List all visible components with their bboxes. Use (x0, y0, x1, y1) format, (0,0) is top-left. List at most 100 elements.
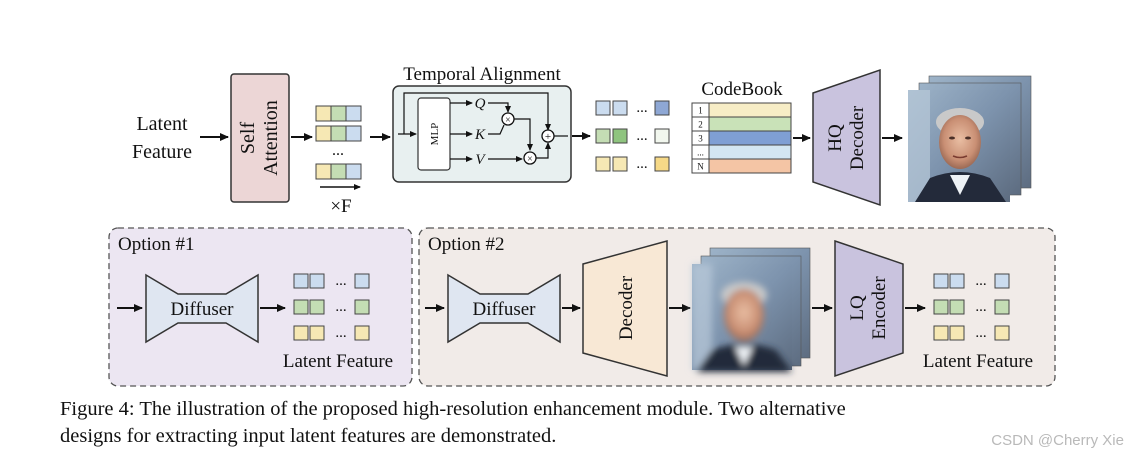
caption-line-2: designs for extracting input latent feat… (60, 425, 557, 447)
input-latent-label-line2: Feature (132, 141, 192, 163)
decoder-block (582, 240, 668, 377)
feature-cell (654, 128, 670, 144)
feature-cell (654, 156, 670, 172)
feature-cell (309, 299, 325, 315)
option1-latent-features: ... ... ... (293, 273, 370, 341)
watermark: CSDN @Cherry Xie (991, 432, 1124, 449)
input-latent-label-line1: Latent (136, 113, 188, 135)
lq-encoder-label-line1: LQ (847, 295, 868, 321)
decoder-label: Decoder (616, 275, 637, 340)
q-label: Q (475, 96, 486, 112)
feature-cell (933, 299, 949, 315)
diffuser1-label: Diffuser (171, 299, 235, 320)
feature-cell (595, 100, 611, 116)
connector-mult-to-add (536, 142, 551, 159)
multiply-symbol-qk: × (505, 115, 511, 126)
feature-cell (354, 325, 370, 341)
hq-decoder-label-line1: HQ (825, 124, 846, 152)
connector-mult-to-mult (514, 118, 533, 151)
multiply-symbol-v: × (527, 154, 533, 165)
feature-cell (933, 273, 949, 289)
connector-q-to-mult (488, 102, 511, 113)
hq-decoder-block (812, 68, 881, 207)
feature-cell (595, 128, 611, 144)
temporal-alignment-title: Temporal Alignment (403, 64, 561, 85)
row-dots: ... (975, 273, 986, 289)
option2-title: Option #2 (428, 234, 505, 255)
feature-cell (345, 105, 362, 122)
face (939, 115, 981, 169)
feature-cell (315, 125, 332, 142)
add-symbol: + (545, 131, 551, 143)
codebook-entry (708, 102, 792, 118)
feature-cell (293, 299, 309, 315)
feature-cell (315, 163, 332, 180)
frames-label: ×F (330, 196, 351, 217)
lq-encoder-block (834, 239, 904, 378)
feature-cell (933, 325, 949, 341)
window-light (908, 90, 930, 202)
feature-cell (612, 156, 628, 172)
codebook-table: 1 2 3... N (691, 102, 792, 174)
diffuser1-block (145, 273, 259, 344)
row-dots: ... (335, 299, 346, 315)
diffuser2-label: Diffuser (473, 299, 537, 320)
feature-cell (994, 299, 1010, 315)
lq-frames (692, 247, 811, 372)
residual-connector (403, 92, 551, 134)
feature-cell (949, 299, 965, 315)
codebook-title: CodeBook (701, 79, 783, 100)
stack-dots: ... (332, 142, 344, 159)
self-attention-block (230, 73, 290, 203)
window-light (692, 264, 712, 370)
option1-latent-label: Latent Feature (283, 351, 393, 372)
mlp-label: MLP (429, 123, 441, 146)
feature-cell (309, 273, 325, 289)
feature-cell (293, 325, 309, 341)
feature-cell (354, 273, 370, 289)
shirt (950, 175, 970, 195)
codebook-index-label: 2 (698, 120, 703, 130)
feature-cell (293, 273, 309, 289)
hq-decoder-label-line2: Decoder (847, 105, 868, 170)
feature-cell (330, 163, 347, 180)
feature-cell (354, 299, 370, 315)
codebook-entry (708, 144, 792, 160)
option1-title: Option #1 (118, 234, 195, 255)
row-dots: ... (335, 273, 346, 289)
feature-cell (994, 273, 1010, 289)
row-dots: ... (975, 325, 986, 341)
codebook-index-label: 3 (698, 134, 703, 144)
option2-latent-features: ... ... ... (933, 273, 1010, 341)
row-dots: ... (636, 100, 647, 116)
codebook-entry (708, 158, 792, 174)
connector-k-to-mult (488, 124, 505, 135)
figure-caption: Figure 4: The illustration of the propos… (60, 396, 1120, 450)
hq-output-frames (908, 75, 1032, 202)
option2-latent-label: Latent Feature (923, 351, 1033, 372)
codebook-index-label: ... (697, 148, 704, 158)
eye-right (965, 136, 971, 140)
feature-cell (949, 273, 965, 289)
codebook-index-label: N (697, 162, 704, 172)
lq-encoder-label-line2: Encoder (869, 276, 890, 340)
row-dots: ... (636, 128, 647, 144)
codebook-index-label: 1 (698, 106, 703, 116)
feature-cell (949, 325, 965, 341)
self-attention-label-line1: Self (237, 122, 259, 155)
aligned-features: ... ... ... (595, 100, 670, 172)
feature-cell (309, 325, 325, 341)
eye-left (949, 136, 955, 140)
feature-cell (330, 105, 347, 122)
feature-cell (595, 156, 611, 172)
row-dots: ... (335, 325, 346, 341)
feature-stack: ... (315, 105, 362, 180)
feature-cell (994, 325, 1010, 341)
v-label: V (475, 152, 486, 168)
diffuser2-block (447, 273, 561, 344)
row-dots: ... (975, 299, 986, 315)
codebook-entry (708, 130, 792, 146)
feature-cell (345, 163, 362, 180)
feature-cell (612, 100, 628, 116)
